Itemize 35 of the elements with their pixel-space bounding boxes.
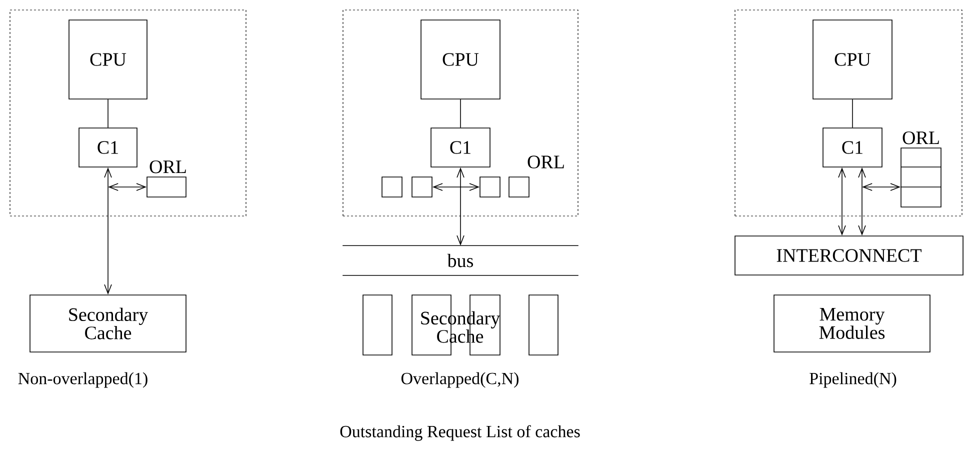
orl-box: ORL bbox=[146, 160, 186, 198]
orl-label: ORL bbox=[528, 156, 564, 168]
orl-stack: ORL bbox=[900, 131, 942, 208]
arrow bbox=[104, 167, 112, 295]
dashed-frame bbox=[734, 10, 962, 216]
orl-slot bbox=[480, 176, 500, 198]
arrow bbox=[838, 167, 846, 236]
node-label: ORL bbox=[150, 160, 186, 174]
memory-bank bbox=[362, 294, 392, 356]
cpu-box: CPU bbox=[420, 20, 500, 100]
cache-box: Secondary Cache bbox=[30, 294, 186, 352]
cache-box: C1 bbox=[430, 128, 490, 168]
orl-slot bbox=[412, 176, 432, 198]
dashed-frame bbox=[10, 10, 246, 216]
memory-box: Memory Modules bbox=[774, 294, 930, 352]
cpu-box: CPU bbox=[68, 20, 148, 100]
arrow bbox=[858, 167, 866, 236]
panel-caption: Pipelined(N) bbox=[810, 372, 896, 388]
arrow bbox=[456, 167, 464, 246]
memory-bank bbox=[528, 294, 558, 356]
dashed-frame bbox=[342, 10, 578, 216]
cache-box: C1 bbox=[78, 128, 138, 168]
orl-slot bbox=[382, 176, 402, 198]
bus-band: bus bbox=[342, 245, 579, 276]
arrow bbox=[108, 183, 147, 191]
cpu-box: CPU bbox=[812, 20, 892, 100]
arrow bbox=[432, 183, 480, 191]
interconnect-box: INTERCONNECT bbox=[734, 236, 964, 276]
caption: Outstanding Request List of caches bbox=[340, 425, 580, 441]
cache-box: C1 bbox=[822, 128, 882, 168]
orl-slot bbox=[508, 176, 530, 198]
node-label: ORL bbox=[902, 131, 939, 144]
panel-caption: Non-overlapped(1) bbox=[18, 372, 148, 388]
panel-caption: Overlapped(C,N) bbox=[401, 372, 518, 388]
arrow bbox=[862, 183, 901, 191]
